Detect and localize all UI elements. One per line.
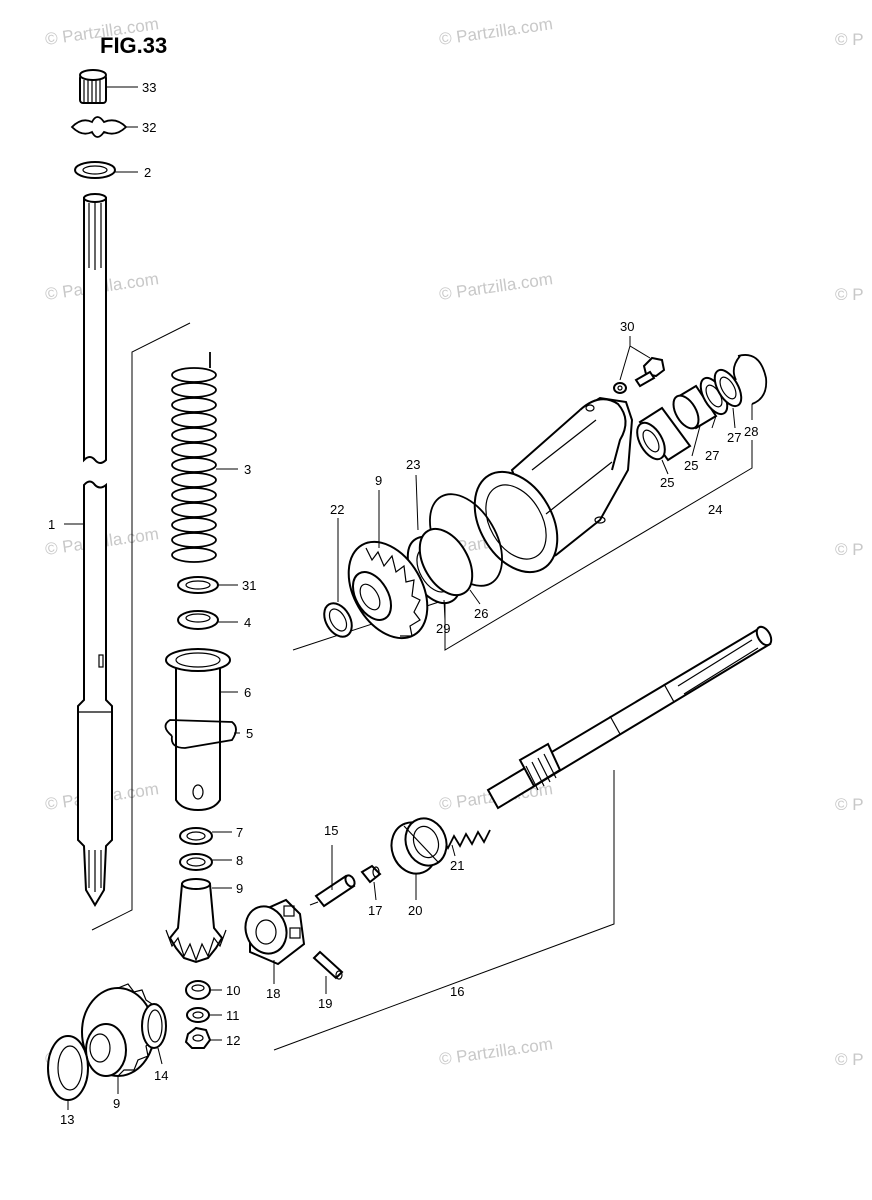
part-10-nut [185,980,222,1000]
callout-20: 20 [408,903,422,918]
part-2-circlip [74,161,138,179]
callout-15: 15 [324,823,338,838]
watermark: © Partzilla.com [438,14,554,49]
callout-10: 10 [226,983,240,998]
callout-26: 26 [474,606,488,621]
callout-6: 6 [244,685,251,700]
figure-title: FIG.33 [100,33,167,58]
callout-21: 21 [450,858,464,873]
part-7-washer [179,827,232,845]
part-3-spring [171,352,238,563]
callout-16: 16 [450,984,464,999]
callout-9-reverse: 9 [113,1096,120,1111]
watermark-partial: © P [835,795,864,814]
callout-9-pinion: 9 [236,881,243,896]
callout-14: 14 [154,1068,168,1083]
part-14-shim [141,1003,167,1065]
part-31-washer [177,576,238,594]
part-33-bushing [79,69,138,104]
callout-12: 12 [226,1033,240,1048]
callout-7: 7 [236,825,243,840]
part-26-bearing-housing [469,396,634,605]
part-20-clutch-sleeve [390,817,448,900]
part-30-bolt [613,336,666,394]
callout-22: 22 [330,502,344,517]
callout-27b: 27 [727,430,741,445]
part-9-pinion-gear [165,878,232,964]
part-22-shim [323,518,353,638]
group-bracket-left [91,322,191,931]
callout-9-forward: 9 [375,473,382,488]
callout-29: 29 [436,621,450,636]
callout-24: 24 [708,502,722,517]
part-19-cross-pin [312,950,344,994]
callout-11: 11 [226,1008,240,1023]
part-15-shift-plunger [309,845,356,908]
part-9-bevel-gear-bottom [81,983,157,1094]
callout-5: 5 [246,726,253,741]
callout-27a: 27 [705,448,719,463]
callout-31: 31 [242,578,256,593]
watermark: © Partzilla.com [438,269,554,304]
callout-25b: 25 [684,458,698,473]
group-bracket-16 [273,770,615,1051]
callout-25a: 25 [660,475,674,490]
part-4-washer [177,610,238,630]
watermark-partial: © P [835,1050,864,1069]
watermark-partial: © P [835,285,864,304]
part-5-clip [164,719,240,749]
callout-23: 23 [406,457,420,472]
part-1-drive-shaft [64,193,113,907]
callout-28: 28 [744,424,758,439]
callout-18: 18 [266,986,280,1001]
callout-30: 30 [620,319,634,334]
part-8-washer [179,853,232,871]
part-9-forward-gear [347,490,429,640]
watermark-partial: © P [835,540,864,559]
part-18-clutch-dog [244,898,306,984]
callout-32: 32 [142,120,156,135]
callout-4: 4 [244,615,251,630]
callout-17: 17 [368,903,382,918]
callout-3: 3 [244,462,251,477]
callout-labels: 33 32 2 3 1 31 4 6 5 7 8 9 10 11 12 14 9… [48,80,758,1127]
part-6-sleeve [165,648,238,812]
callout-2: 2 [144,165,151,180]
watermark: © Partzilla.com [438,1034,554,1069]
part-11-washer [186,1007,222,1023]
callout-33: 33 [142,80,156,95]
part-17-shift-pin [360,864,382,901]
callout-8: 8 [236,853,243,868]
callout-13: 13 [60,1112,74,1127]
part-13-thrust-washer [47,1035,89,1110]
part-16-propeller-shaft [486,625,773,810]
watermark-partial: © P [835,30,864,49]
part-28-circlip [732,354,768,420]
part-25-needle-bearing [636,384,718,475]
callout-1: 1 [48,517,55,532]
part-12-nut [184,1026,222,1049]
callout-19: 19 [318,996,332,1011]
part-32-seal [70,116,138,138]
part-27-oil-seal [699,368,743,429]
